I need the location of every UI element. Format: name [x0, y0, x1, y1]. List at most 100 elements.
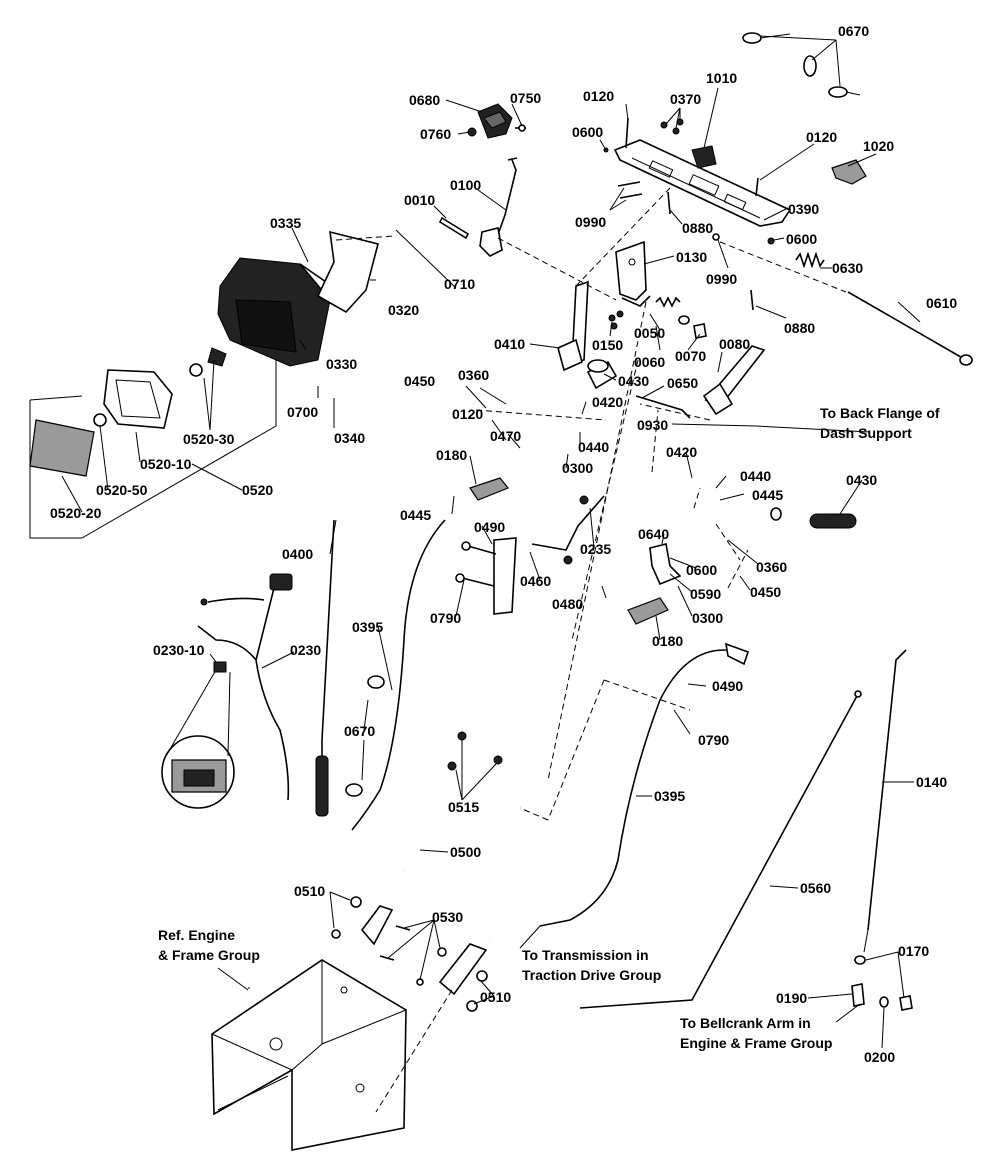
- bolts-0510-0530: [331, 896, 488, 1012]
- lever-0080: [702, 345, 766, 416]
- nuts-0515: [447, 731, 503, 771]
- linkage-0460: [531, 495, 605, 565]
- label-0520-30: 0520-30: [183, 431, 235, 447]
- label-0520-10: 0520-10: [140, 456, 192, 472]
- label-0445-left: 0445: [400, 507, 431, 523]
- label-0130: 0130: [676, 249, 707, 265]
- label-0450-left: 0450: [404, 373, 435, 389]
- label-0670-left: 0670: [344, 723, 375, 739]
- label-0510-left: 0510: [294, 883, 325, 899]
- label-0235: 0235: [580, 541, 611, 557]
- label-0340: 0340: [334, 430, 365, 446]
- engine-frame: [211, 959, 407, 1151]
- label-0590: 0590: [690, 586, 721, 602]
- label-0320: 0320: [388, 302, 419, 318]
- label-0700: 0700: [287, 404, 318, 420]
- rod-0140: [863, 649, 907, 953]
- label-0070: 0070: [675, 348, 706, 364]
- label-0010: 0010: [404, 192, 435, 208]
- cable-0560: [579, 690, 862, 1009]
- label-0790-right: 0790: [698, 732, 729, 748]
- label-0470: 0470: [490, 428, 521, 444]
- label-0515: 0515: [448, 799, 479, 815]
- right-handle-0480: [595, 503, 782, 681]
- label-0880-right: 0880: [784, 320, 815, 336]
- small-hardware-0050-0070: [608, 296, 707, 339]
- label-0750: 0750: [510, 90, 541, 106]
- label-0410: 0410: [494, 336, 525, 352]
- bracket-0320: [316, 230, 379, 314]
- label-0060: 0060: [634, 354, 665, 370]
- label-1020: 1020: [863, 138, 894, 154]
- label-0790-left: 0790: [430, 610, 461, 626]
- label-0650: 0650: [667, 375, 698, 391]
- label-0335: 0335: [270, 215, 301, 231]
- label-0120-right: 0120: [806, 129, 837, 145]
- control-0180-right: [627, 597, 669, 625]
- rod-0650: [635, 395, 691, 419]
- label-0080: 0080: [719, 336, 750, 352]
- note-bellcrank-line1: To Bellcrank Arm in: [680, 1015, 811, 1031]
- label-0530: 0530: [432, 909, 463, 925]
- label-0050: 0050: [634, 325, 665, 341]
- label-0450-right: 0450: [750, 584, 781, 600]
- label-0760: 0760: [420, 126, 451, 142]
- label-0520-20: 0520-20: [50, 505, 102, 521]
- clip-0640: [649, 543, 682, 586]
- label-0880-mid: 0880: [682, 220, 713, 236]
- cable-tie-0670-top: [742, 32, 861, 98]
- label-0480: 0480: [552, 596, 583, 612]
- label-0300-right: 0300: [692, 610, 723, 626]
- label-0460: 0460: [520, 573, 551, 589]
- label-0600-mid: 0600: [686, 562, 717, 578]
- label-0610: 0610: [926, 295, 957, 311]
- label-0420-right: 0420: [666, 444, 697, 460]
- rod-0400: [315, 519, 335, 817]
- hardware-0170-0200: [851, 955, 913, 1011]
- cable-0395-right: [539, 642, 750, 927]
- grip-0430-right: [809, 513, 857, 529]
- label-0180-right: 0180: [652, 633, 683, 649]
- label-0120-mid: 0120: [452, 406, 483, 422]
- label-0200: 0200: [864, 1049, 895, 1065]
- label-0440-right: 0440: [740, 468, 771, 484]
- label-0430-right: 0430: [846, 472, 877, 488]
- label-0330: 0330: [326, 356, 357, 372]
- leader-lines: [61, 35, 921, 1049]
- label-0600-top: 0600: [572, 124, 603, 140]
- label-0500: 0500: [450, 844, 481, 860]
- label-0180-left: 0180: [436, 447, 467, 463]
- note-engine-ref-line1: Ref. Engine: [158, 927, 235, 943]
- label-0430-top: 0430: [618, 373, 649, 389]
- cable-0395-left: [351, 519, 446, 831]
- shift-rod-0100: [479, 157, 518, 257]
- label-0300-left: 0300: [562, 460, 593, 476]
- group-box-0520: [29, 360, 277, 539]
- label-0510-right: 0510: [480, 989, 511, 1005]
- part-labels: 0670 0750 0680 0760 0120 0370 1010 0600 …: [50, 23, 957, 1065]
- label-0395-right: 0395: [654, 788, 685, 804]
- cable-tie-0670-left: [345, 675, 385, 797]
- label-1010: 1010: [706, 70, 737, 86]
- note-back-flange-line2: Dash Support: [820, 425, 912, 441]
- label-0520: 0520: [242, 482, 273, 498]
- label-0640: 0640: [638, 526, 669, 542]
- label-0680: 0680: [409, 92, 440, 108]
- note-transmission-line2: Traction Drive Group: [522, 967, 661, 983]
- note-bellcrank-line2: Engine & Frame Group: [680, 1035, 832, 1051]
- label-0230-10: 0230-10: [153, 642, 205, 658]
- label-0440-left: 0440: [578, 439, 609, 455]
- spring-0630: [795, 251, 825, 269]
- fuse-detail-0230-10: [161, 661, 235, 809]
- label-0490-right: 0490: [712, 678, 743, 694]
- label-0390: 0390: [788, 201, 819, 217]
- grip-0430-top: [586, 359, 618, 390]
- label-0400: 0400: [282, 546, 313, 562]
- wiring-harness-0230: [197, 573, 293, 801]
- headlight-assembly-0520: [29, 347, 227, 477]
- bracket-0130: [615, 240, 651, 307]
- label-0560: 0560: [800, 880, 831, 896]
- assembly-lines: [335, 187, 847, 1113]
- bolts-left: [455, 541, 497, 587]
